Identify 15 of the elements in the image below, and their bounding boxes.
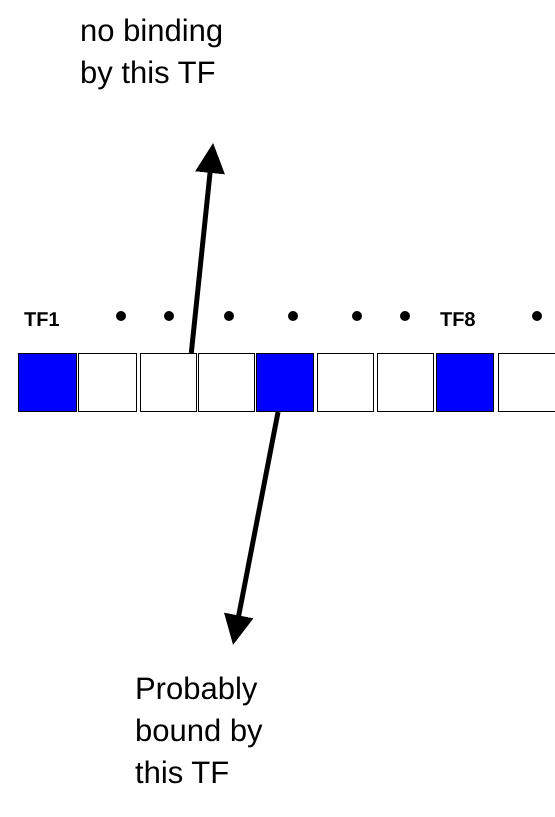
- annotation-text: no binding by this TF: [80, 10, 250, 94]
- factor-label: TF8: [440, 309, 476, 332]
- sequence-cell: [78, 353, 137, 412]
- sequence-cell: [317, 353, 374, 412]
- arrow: [224, 412, 280, 645]
- sequence-cell: [377, 353, 434, 412]
- sequence-cell: [18, 353, 77, 412]
- factor-label: TF1: [24, 309, 60, 332]
- sequence-cell: [436, 353, 494, 412]
- sequence-cell: [198, 353, 255, 412]
- sequence-cell: [498, 353, 555, 412]
- sequence-cell: [140, 353, 197, 412]
- sequence-cell: [256, 353, 314, 412]
- arrow: [188, 143, 225, 354]
- annotation-text: Probably bound by this TF: [135, 668, 285, 794]
